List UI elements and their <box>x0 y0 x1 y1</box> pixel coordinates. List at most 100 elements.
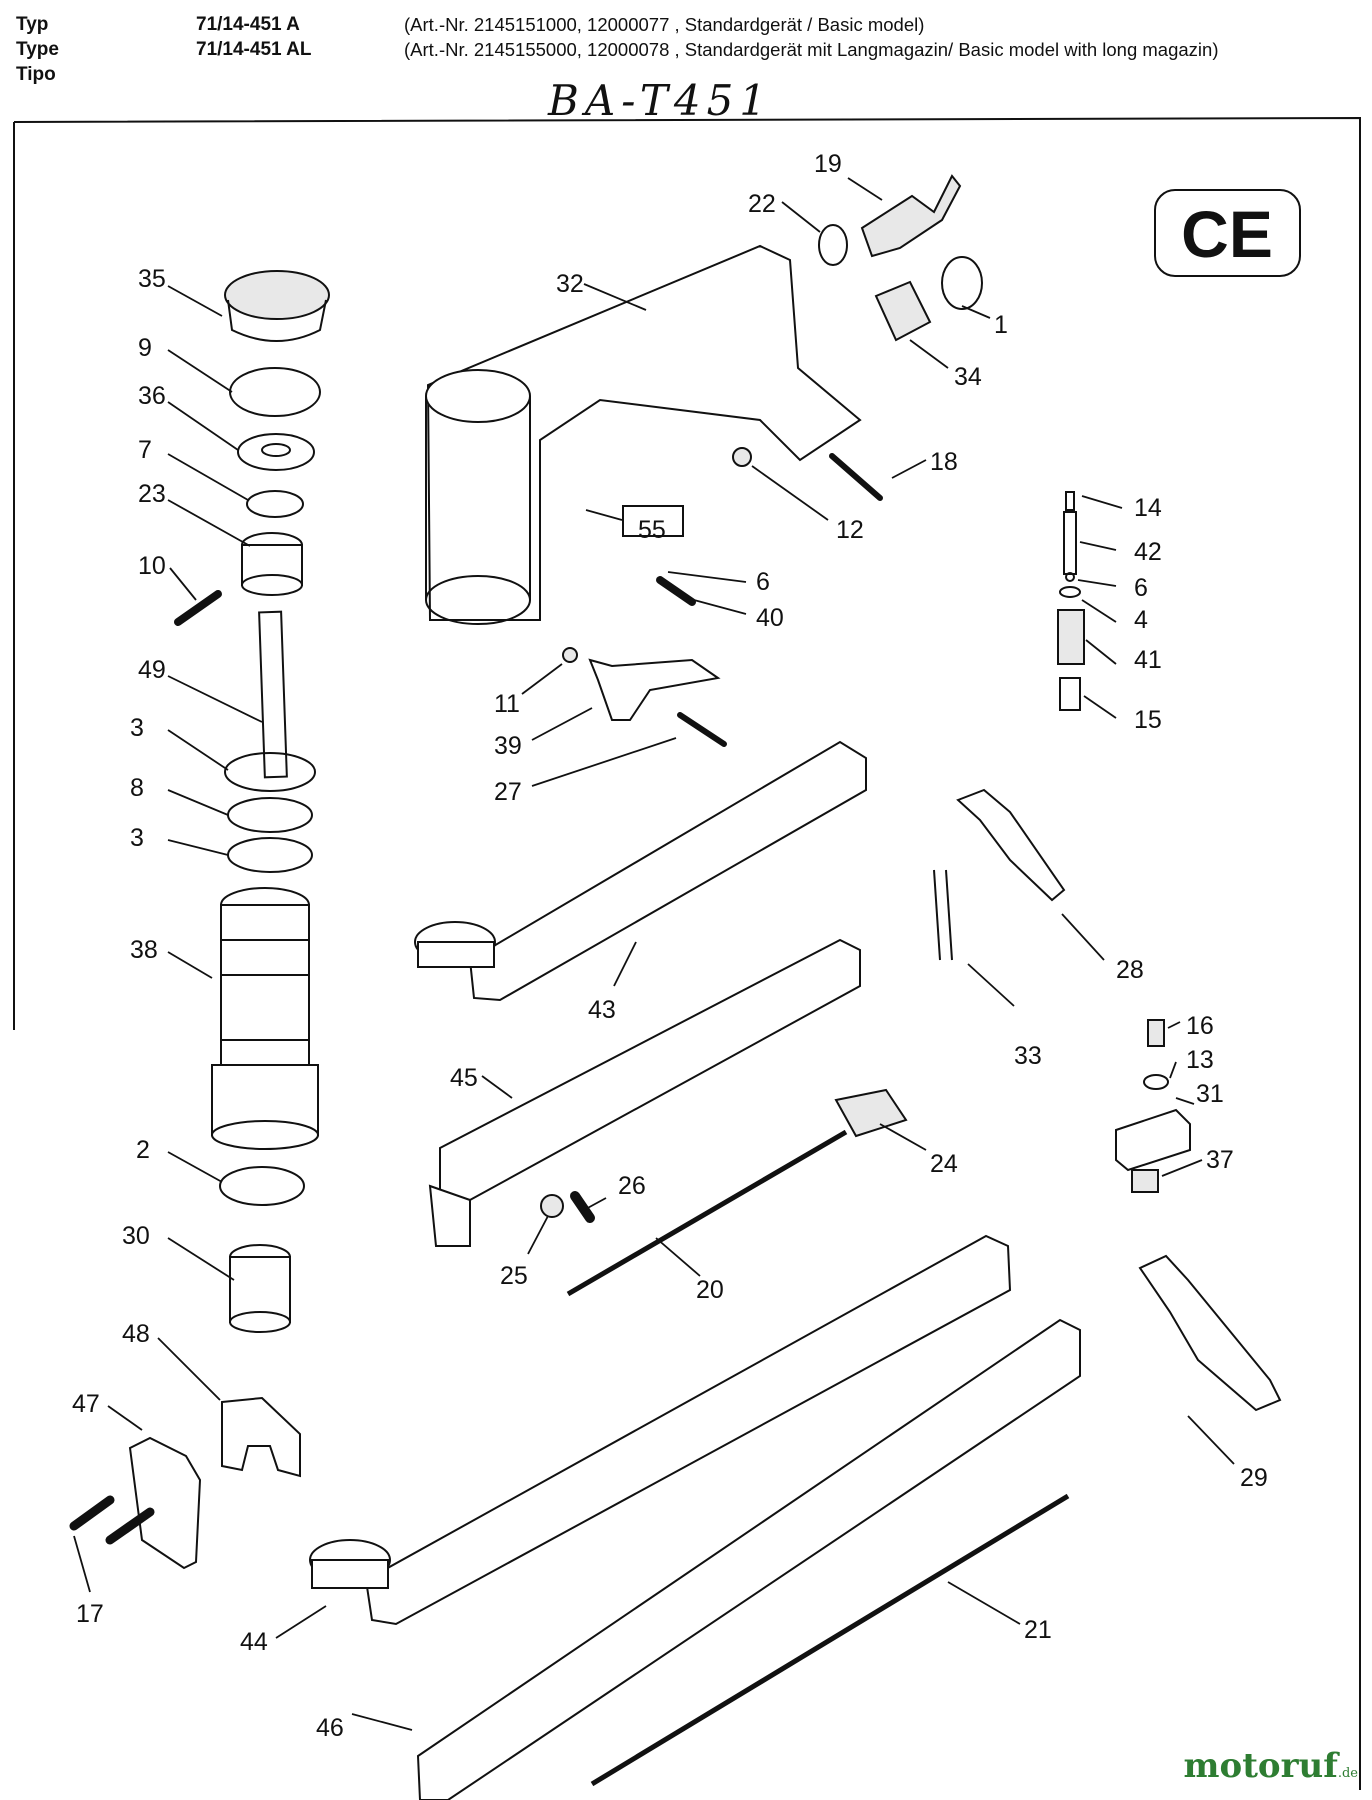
part-label-29: 29 <box>1240 1464 1268 1492</box>
part-label-12: 12 <box>836 516 864 544</box>
bracket-48 <box>221 1396 301 1478</box>
housing-32 <box>425 244 862 625</box>
part-label-19: 19 <box>814 150 842 178</box>
label-type: Type <box>16 39 59 60</box>
screw-18 <box>829 453 883 501</box>
description-a: (Art.-Nr. 2145151000, 12000077 , Standar… <box>404 14 925 35</box>
part-label-44: 44 <box>240 1628 268 1656</box>
part-label-4: 4 <box>1134 606 1148 634</box>
spring-33 <box>933 869 953 961</box>
header-descriptions: (Art.-Nr. 2145151000, 12000077 , Standar… <box>404 12 1218 62</box>
part-label-3-upper: 3 <box>130 714 144 742</box>
part-label-49: 49 <box>138 656 166 684</box>
magazine-45 <box>428 938 861 1247</box>
part-label-23: 23 <box>138 480 166 508</box>
part-label-21: 21 <box>1024 1616 1052 1644</box>
watermark-brand: motoruf <box>1183 1746 1338 1786</box>
part-label-16: 16 <box>1186 1012 1214 1040</box>
trigger-29 <box>1138 1254 1282 1412</box>
part-label-15: 15 <box>1134 706 1162 734</box>
leader-lines <box>73 177 1235 1731</box>
header-models: 71/14-451 A 71/14-451 AL <box>196 12 311 62</box>
part-label-27: 27 <box>494 778 522 806</box>
ce-mark-text: CE <box>1181 197 1273 271</box>
part-label-38: 38 <box>130 936 158 964</box>
handwritten-model-code: BA-T451 <box>548 76 773 125</box>
ring-8 <box>227 797 313 833</box>
part-label-6-right: 6 <box>1134 574 1148 602</box>
part-label-26: 26 <box>618 1172 646 1200</box>
pin-14 <box>1065 491 1075 511</box>
nut-12 <box>732 447 752 467</box>
part-label-3-lower: 3 <box>130 824 144 852</box>
part-label-17: 17 <box>76 1600 104 1628</box>
part-labels: 35 9 36 7 23 10 49 3 8 3 38 2 30 48 47 1… <box>72 150 1268 1742</box>
part-label-41: 41 <box>1134 646 1162 674</box>
box-55 <box>622 505 684 537</box>
part-label-34: 34 <box>954 363 982 391</box>
trigger-28 <box>956 788 1066 902</box>
roller-25 <box>540 1194 564 1218</box>
part-label-14: 14 <box>1134 494 1162 522</box>
label-typ: Typ <box>16 14 49 35</box>
part-label-13: 13 <box>1186 1046 1214 1074</box>
valve-15 <box>1059 677 1081 711</box>
part-label-22: 22 <box>748 190 776 218</box>
o-ring-4 <box>1059 586 1081 598</box>
part-label-40: 40 <box>756 604 784 632</box>
part-label-1: 1 <box>994 311 1008 339</box>
valve-30 <box>229 1244 291 1333</box>
o-ring-9 <box>229 367 321 417</box>
label-tipo: Tipo <box>16 64 56 85</box>
pin-26 <box>570 1191 595 1223</box>
o-ring-2 <box>219 1166 305 1206</box>
part-label-7: 7 <box>138 436 152 464</box>
cylinder-38 <box>211 887 319 1150</box>
screw-40 <box>656 576 696 606</box>
piston-23 <box>241 532 303 596</box>
magazine-46 <box>416 1318 1081 1800</box>
part-label-30: 30 <box>122 1222 150 1250</box>
part-label-37: 37 <box>1206 1146 1234 1174</box>
watermark-tld: .de <box>1337 1766 1358 1781</box>
part-label-33: 33 <box>1014 1042 1042 1070</box>
part-label-48: 48 <box>122 1320 150 1348</box>
o-ring-1 <box>941 256 983 310</box>
screw-16 <box>1147 1019 1165 1047</box>
part-label-42: 42 <box>1134 538 1162 566</box>
pusher-24 <box>834 1088 908 1138</box>
o-ring-3-lower <box>227 837 313 873</box>
description-al: (Art.-Nr. 2145155000, 12000078 , Standar… <box>404 39 1219 60</box>
frame-line <box>13 116 1361 1790</box>
rod-21 <box>590 1493 1070 1787</box>
o-ring-7 <box>246 490 304 518</box>
part-label-55: 55 <box>638 516 666 544</box>
nut-11 <box>562 647 578 663</box>
rod-42 <box>1063 511 1077 575</box>
part-label-35: 35 <box>138 265 166 293</box>
header-type-labels: Typ Type Tipo <box>16 12 59 87</box>
part-label-8: 8 <box>130 774 144 802</box>
part-label-43: 43 <box>588 996 616 1024</box>
part-label-6-center: 6 <box>756 568 770 596</box>
driver-blade-49 <box>258 610 288 779</box>
part-label-47: 47 <box>72 1390 100 1418</box>
part-label-9: 9 <box>138 334 152 362</box>
part-label-45: 45 <box>450 1064 478 1092</box>
part-label-10: 10 <box>138 552 166 580</box>
part-label-28: 28 <box>1116 956 1144 984</box>
magazine-44 <box>309 1234 1012 1626</box>
pin-27 <box>677 712 727 747</box>
part-label-11: 11 <box>494 690 520 718</box>
model-a: 71/14-451 A <box>196 14 300 35</box>
part-label-2: 2 <box>136 1136 150 1164</box>
rod-20 <box>566 1129 848 1297</box>
watermark-motoruf: motoruf.de <box>1184 1746 1358 1786</box>
part-label-36: 36 <box>138 382 166 410</box>
part-label-46: 46 <box>316 1714 344 1742</box>
ce-mark: CE <box>1154 189 1301 277</box>
part-label-20: 20 <box>696 1276 724 1304</box>
block-31 <box>1115 1108 1191 1172</box>
cylinder-cap <box>224 270 330 342</box>
